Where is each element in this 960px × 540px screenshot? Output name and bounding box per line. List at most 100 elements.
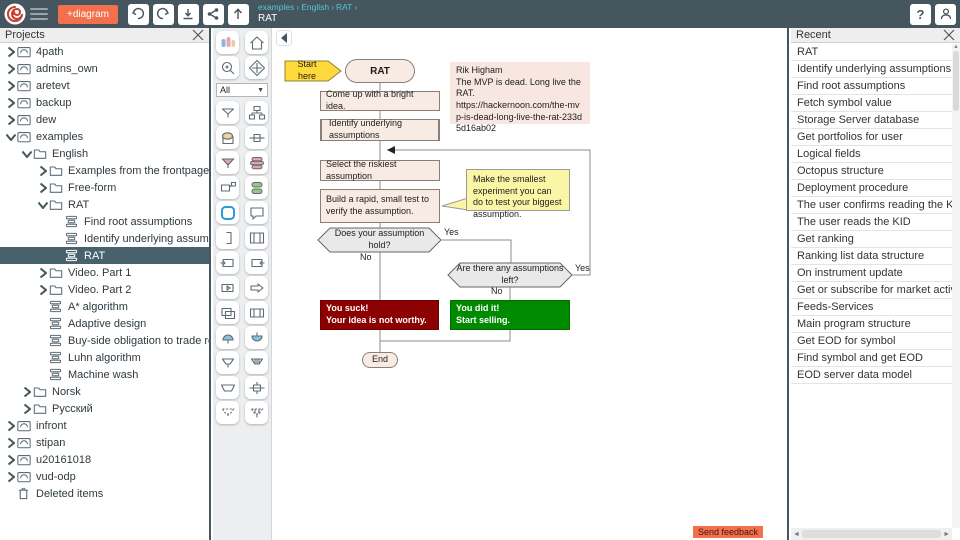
flowchart-node-rat[interactable]: RAT: [345, 59, 415, 83]
redo-button[interactable]: [152, 3, 174, 25]
recent-item[interactable]: Deployment procedure: [791, 180, 952, 197]
flowchart-node-note[interactable]: Rik Higham The MVP is dead. Long live th…: [450, 62, 590, 133]
recent-item[interactable]: Storage Server database: [791, 112, 952, 129]
tree-item[interactable]: Norsk: [0, 383, 209, 400]
arrow-in-rect-button[interactable]: [216, 276, 239, 299]
publish-button[interactable]: [227, 3, 249, 25]
org-chart-button[interactable]: [245, 101, 268, 124]
speech-bubble-button[interactable]: [245, 201, 268, 224]
tree-item[interactable]: Buy-side obligation to trade report: [0, 332, 209, 349]
rows-green-button[interactable]: [245, 176, 268, 199]
loop-right-button[interactable]: [245, 251, 268, 274]
chevron-collapsed-icon[interactable]: [36, 283, 49, 296]
recent-item[interactable]: Get or subscribe for market activity: [791, 282, 952, 299]
shape-filter-select[interactable]: All ▼: [216, 83, 268, 97]
recent-item[interactable]: Get portfolios for user: [791, 129, 952, 146]
close-icon[interactable]: [192, 29, 204, 41]
tree-item[interactable]: Examples from the frontpage: [0, 162, 209, 179]
recent-item[interactable]: Fetch symbol value: [791, 95, 952, 112]
recent-item[interactable]: The user reads the KID: [791, 214, 952, 231]
send-feedback-button[interactable]: Send feedback: [692, 526, 763, 538]
tree-item[interactable]: backup: [0, 94, 209, 111]
sidebar-item-deleted-items[interactable]: Deleted items: [0, 485, 209, 502]
cup-button[interactable]: [216, 376, 239, 399]
tree-item[interactable]: infront: [0, 417, 209, 434]
collapse-palette-button[interactable]: [276, 30, 292, 46]
breadcrumb-segment[interactable]: examples: [257, 2, 295, 13]
new-diagram-button[interactable]: +diagram: [58, 4, 118, 24]
tree-item[interactable]: 4path: [0, 43, 209, 60]
flowchart-node-start[interactable]: Start here: [297, 59, 317, 81]
vertical-scrollbar[interactable]: ▲: [952, 44, 960, 528]
layers-pink-button[interactable]: [245, 151, 268, 174]
tree-item[interactable]: stipan: [0, 434, 209, 451]
tree-item[interactable]: Luhn algorithm: [0, 349, 209, 366]
recent-item[interactable]: Feeds-Services: [791, 299, 952, 316]
breadcrumb-segment[interactable]: RAT: [335, 2, 353, 13]
table-arrows-button[interactable]: [245, 226, 268, 249]
breadcrumb-segment[interactable]: English: [301, 2, 330, 13]
recent-item[interactable]: Logical fields: [791, 146, 952, 163]
chevron-collapsed-icon[interactable]: [4, 45, 17, 58]
merge-funnel-button[interactable]: [216, 101, 239, 124]
horizontal-scrollbar[interactable]: ◄►: [791, 528, 952, 540]
bracket-button[interactable]: [216, 226, 239, 249]
flowchart-node-success[interactable]: You did it! Start selling.: [450, 300, 570, 330]
chevron-expanded-icon[interactable]: [36, 198, 49, 211]
menu-icon[interactable]: [30, 6, 48, 22]
close-icon[interactable]: [943, 29, 955, 41]
tree-item[interactable]: Video. Part 1: [0, 264, 209, 281]
funnel-hatched-button[interactable]: [245, 351, 268, 374]
tree-item[interactable]: RAT: [0, 247, 209, 264]
chevron-collapsed-icon[interactable]: [4, 113, 17, 126]
scroll-up-icon[interactable]: ▲: [953, 44, 959, 50]
help-button[interactable]: ?: [910, 3, 931, 25]
tree-item[interactable]: dew: [0, 111, 209, 128]
tree-item[interactable]: Video. Part 2: [0, 281, 209, 298]
home-button[interactable]: [245, 31, 268, 54]
tree-item[interactable]: English: [0, 145, 209, 162]
dome-up-blue-button[interactable]: [216, 326, 239, 349]
recent-item[interactable]: EOD server data model: [791, 367, 952, 384]
zoom-in-button[interactable]: [216, 56, 239, 79]
tree-item[interactable]: examples: [0, 128, 209, 145]
lined-rect-button[interactable]: [245, 301, 268, 324]
chevron-collapsed-icon[interactable]: [20, 385, 33, 398]
chevron-collapsed-icon[interactable]: [4, 436, 17, 449]
tree-item[interactable]: Русский: [0, 400, 209, 417]
chevron-collapsed-icon[interactable]: [36, 181, 49, 194]
chevron-collapsed-icon[interactable]: [20, 402, 33, 415]
funnel-dashed-button[interactable]: [216, 401, 239, 424]
chevron-collapsed-icon[interactable]: [36, 164, 49, 177]
recent-item[interactable]: RAT: [791, 44, 952, 61]
tree-item[interactable]: aretevt: [0, 77, 209, 94]
recent-item[interactable]: Get EOD for symbol: [791, 333, 952, 350]
chevron-collapsed-icon[interactable]: [36, 266, 49, 279]
funnel-dashed-hatched-button[interactable]: [245, 401, 268, 424]
tree-item[interactable]: A* algorithm: [0, 298, 209, 315]
overlap-rects-button[interactable]: [216, 301, 239, 324]
flowchart-node-fail[interactable]: You suck! Your idea is not worthy.: [320, 300, 439, 330]
plus-rect-button[interactable]: [245, 376, 268, 399]
chevron-expanded-icon[interactable]: [20, 147, 33, 160]
stickers-button[interactable]: [216, 31, 239, 54]
chevron-collapsed-icon[interactable]: [4, 419, 17, 432]
chevron-expanded-icon[interactable]: [4, 130, 17, 143]
rounded-rect-blue-button[interactable]: [216, 201, 239, 224]
tree-item[interactable]: vud-odp: [0, 468, 209, 485]
chevron-collapsed-icon[interactable]: [4, 453, 17, 466]
callout-small-button[interactable]: [216, 176, 239, 199]
recent-item[interactable]: The user confirms reading the KID: [791, 197, 952, 214]
tree-item[interactable]: Adaptive design: [0, 315, 209, 332]
chevron-collapsed-icon[interactable]: [4, 62, 17, 75]
breadcrumb-path[interactable]: examples›English›RAT›: [258, 2, 359, 13]
recent-item[interactable]: Find symbol and get EOD: [791, 350, 952, 367]
download-button[interactable]: [177, 3, 199, 25]
recent-item[interactable]: Ranking list data structure: [791, 248, 952, 265]
flowchart-node-end[interactable]: End: [362, 352, 398, 368]
tree-item[interactable]: Find root assumptions: [0, 213, 209, 230]
chevron-collapsed-icon[interactable]: [4, 79, 17, 92]
recent-item[interactable]: Octopus structure: [791, 163, 952, 180]
recent-item[interactable]: Identify underlying assumptions: [791, 61, 952, 78]
tree-item[interactable]: admins_own: [0, 60, 209, 77]
